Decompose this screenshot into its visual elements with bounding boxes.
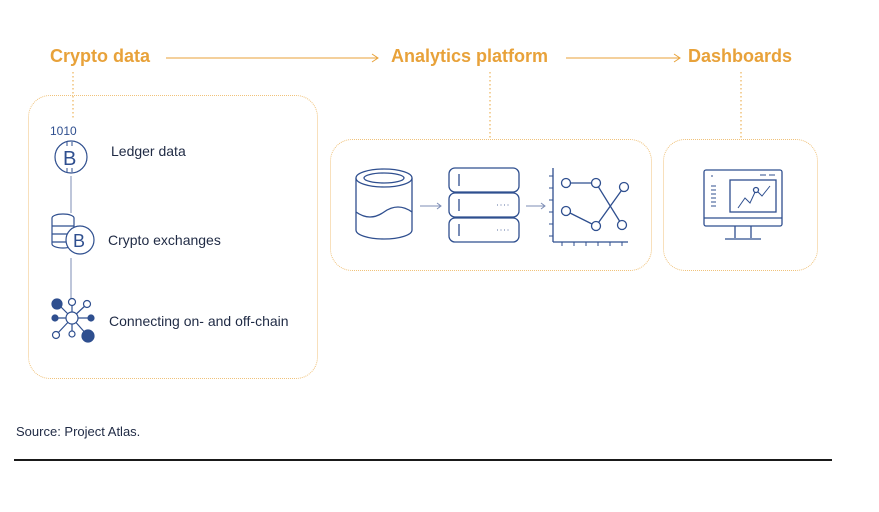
dashboards-box <box>663 139 818 271</box>
line-chart-icon <box>549 168 630 246</box>
source-label-ledger-data: Ledger data <box>111 143 186 159</box>
server-icon <box>448 167 520 243</box>
stage-title-dashboards: Dashboards <box>688 46 793 66</box>
analytics-platform-box <box>330 139 652 271</box>
footer-rule <box>14 459 832 461</box>
arrow-crypto-to-analytics <box>166 53 379 63</box>
svg-text:B: B <box>63 148 76 170</box>
svg-text:B: B <box>73 231 85 251</box>
arrow-server-to-chart <box>526 202 546 210</box>
bitcoin-ledger-icon: 1010 B <box>50 124 88 174</box>
arrow-database-to-server <box>420 202 442 210</box>
source-label-crypto-exchanges: Crypto exchanges <box>108 232 221 248</box>
database-icon <box>355 168 413 240</box>
crypto-data-box <box>28 95 318 379</box>
stage-title-crypto-data: Crypto data <box>50 46 151 66</box>
arrow-analytics-to-dashboards <box>566 53 681 63</box>
coin-stack-icon: B <box>51 213 95 255</box>
ledger-icon-text: 1010 <box>50 124 77 138</box>
stage-title-analytics-platform: Analytics platform <box>391 46 549 66</box>
monitor-dashboard-icon <box>703 169 783 240</box>
network-icon <box>51 297 95 343</box>
source-label-on-off-chain: Connecting on- and off-chain <box>109 313 289 329</box>
source-note: Source: Project Atlas. <box>16 424 141 439</box>
